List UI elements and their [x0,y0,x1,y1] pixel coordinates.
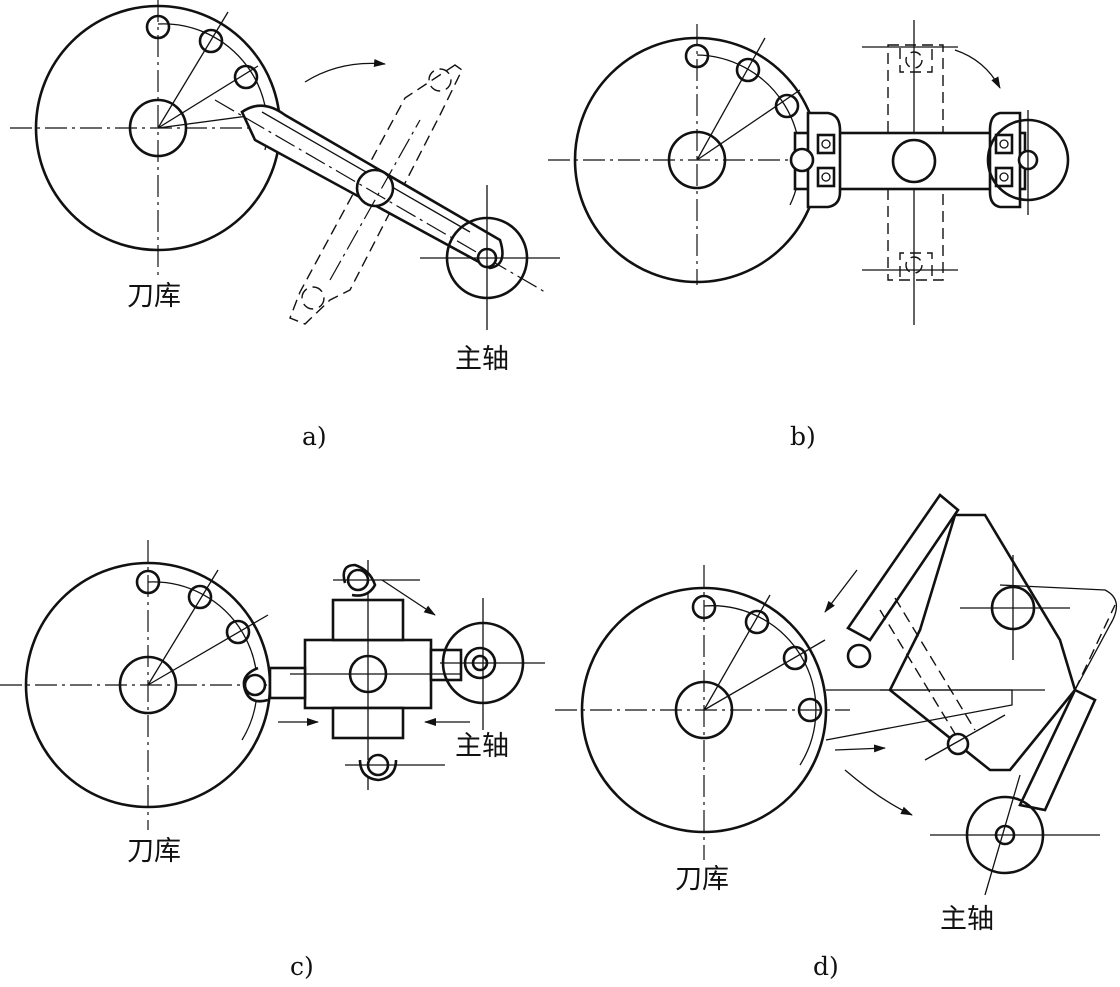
tool-pocket [187,584,213,610]
tool-pocket [797,697,823,723]
tool-pocket [774,93,800,119]
tool-pocket [198,28,224,54]
spindle-label: 主轴 [940,904,994,935]
panel-a: 刀库 主轴 a) [10,0,560,451]
panel-c: 刀库 主轴 c) [0,540,545,981]
tool-pocket [691,594,717,620]
tool-pocket [684,43,710,69]
panel-b: b) [548,20,1070,451]
spindle-label: 主轴 [455,731,509,762]
panel-d: 刀库 主轴 d) [555,493,1117,981]
arm-pivot [355,168,395,208]
changer-body [888,513,1077,772]
tool-pocket [135,569,161,595]
tool-pocket [225,619,251,645]
magazine-label: 刀库 [127,281,181,312]
spindle-label: 主轴 [455,344,509,375]
panel-caption: d) [813,952,839,981]
arm-pivot [891,138,937,184]
tool-pocket [233,64,259,90]
panel-caption: c) [290,952,314,981]
tool-pocket [735,57,761,83]
magazine-label: 刀库 [675,864,729,895]
tool-pocket [782,645,808,671]
panel-caption: b) [790,422,816,451]
magazine-label: 刀库 [127,836,181,867]
tool-pocket [744,609,770,635]
panel-caption: a) [302,422,327,451]
tool-pocket [145,14,171,40]
